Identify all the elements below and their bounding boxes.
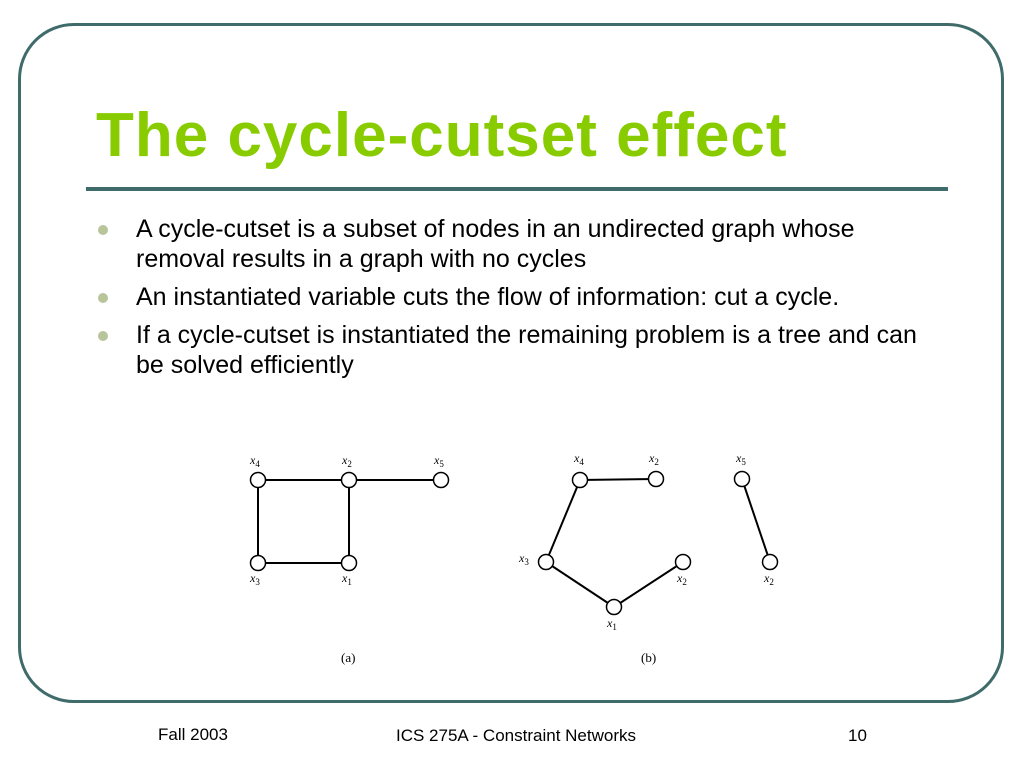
footer-course: ICS 275A - Constraint Networks: [396, 726, 636, 745]
footer-date: Fall 2003: [158, 725, 228, 744]
bullet-dot-icon: [98, 331, 108, 341]
bullet-dot-icon: [98, 293, 108, 303]
graph-node: [571, 471, 589, 489]
graph-node: [647, 470, 665, 488]
graph-node: [432, 471, 450, 489]
bullet-text: A cycle-cutset is a subset of nodes in a…: [136, 215, 855, 273]
node-label: x3: [518, 551, 529, 567]
graph-node: [340, 554, 358, 572]
panel-b-caption: (b): [641, 650, 656, 665]
panel-a-labels: x4 x2 x5 x3 x1: [249, 453, 444, 587]
node-label: x5: [433, 453, 444, 469]
node-label: x4: [573, 451, 584, 467]
bullet-item: If a cycle-cutset is instantiated the re…: [96, 320, 926, 380]
node-label: x2: [676, 571, 687, 587]
graph-node: [761, 553, 779, 571]
graph-node: [340, 471, 358, 489]
bullet-dot-icon: [98, 225, 108, 235]
panel-a-nodes: [249, 471, 450, 572]
graph-node: [537, 553, 555, 571]
edge: [741, 478, 771, 563]
graph-node: [249, 554, 267, 572]
graph-node: [733, 470, 751, 488]
node-label: x2: [648, 451, 659, 467]
node-label: x3: [249, 571, 260, 587]
footer-page-number: 10: [848, 726, 867, 745]
panel-a-caption: (a): [341, 650, 355, 665]
panel-b-labels: x4 x2 x3 x2 x1 x5 x2: [518, 451, 774, 632]
title-underline: [86, 187, 948, 191]
slide-frame: [18, 23, 1004, 703]
panel-a-edges: [257, 479, 441, 564]
edge: [613, 561, 684, 608]
node-label: x4: [249, 453, 260, 469]
edge: [545, 479, 581, 563]
edge: [545, 561, 615, 608]
node-label: x1: [341, 571, 352, 587]
graph-node: [674, 553, 692, 571]
bullet-text: If a cycle-cutset is instantiated the re…: [136, 321, 917, 379]
bullet-item: A cycle-cutset is a subset of nodes in a…: [96, 214, 926, 274]
bullet-item: An instantiated variable cuts the flow o…: [96, 282, 926, 312]
bullet-text: An instantiated variable cuts the flow o…: [136, 283, 840, 311]
edge: [579, 478, 657, 481]
graph-node: [249, 471, 267, 489]
node-label: x1: [606, 616, 617, 632]
panel-b-edges: [545, 478, 771, 608]
bullet-list: A cycle-cutset is a subset of nodes in a…: [96, 214, 926, 388]
slide-title: The cycle-cutset effect: [96, 101, 788, 170]
panel-b-nodes: [537, 470, 779, 616]
node-label: x2: [341, 453, 352, 469]
graph-node: [605, 598, 623, 616]
node-label: x5: [735, 451, 746, 467]
node-label: x2: [763, 571, 774, 587]
